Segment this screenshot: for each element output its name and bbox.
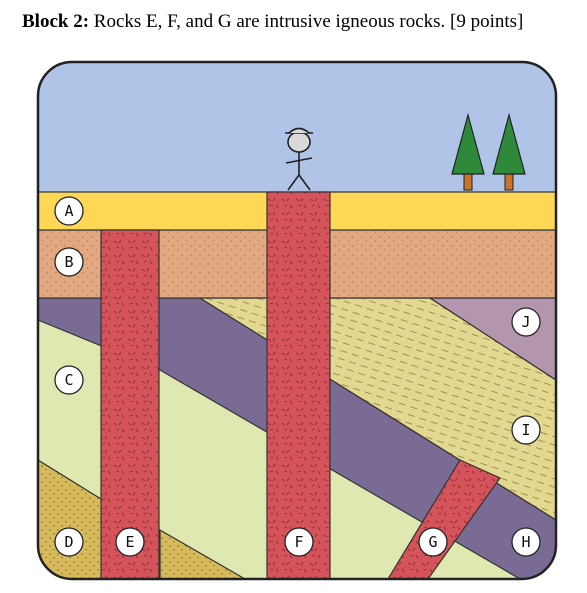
tree-icon <box>492 112 526 191</box>
svg-text:I: I <box>521 421 530 439</box>
intrusion-f <box>266 191 331 579</box>
intrusion-g <box>386 459 501 579</box>
block-title: Block 2: Rocks E, F, and G are intrusive… <box>22 11 523 33</box>
svg-text:A: A <box>64 202 73 220</box>
label-e: E <box>115 527 145 557</box>
frame <box>36 60 558 581</box>
label-h: H <box>511 527 541 557</box>
svg-text:D: D <box>64 533 73 551</box>
block-instructions: Rocks E, F, and G are intrusive igneous … <box>93 11 524 32</box>
cross-section-layers <box>38 62 556 579</box>
svg-text:B: B <box>64 253 73 271</box>
svg-text:F: F <box>294 533 303 551</box>
svg-text:G: G <box>428 533 437 551</box>
label-i: I <box>511 415 541 445</box>
label-g: G <box>418 527 448 557</box>
label-b: B <box>54 247 84 277</box>
intrusion-e <box>100 229 160 579</box>
person-figure <box>285 127 313 191</box>
svg-text:J: J <box>521 313 530 331</box>
label-d: D <box>54 527 84 557</box>
label-c: C <box>54 365 84 395</box>
svg-text:C: C <box>64 371 73 389</box>
svg-text:E: E <box>125 533 134 551</box>
label-f: F <box>284 527 314 557</box>
tree-icon <box>451 112 485 191</box>
label-j: J <box>511 307 541 337</box>
layer-d-right <box>159 528 248 579</box>
block-number: Block 2: <box>22 11 90 32</box>
label-a: A <box>54 196 84 226</box>
svg-text:H: H <box>521 533 530 551</box>
